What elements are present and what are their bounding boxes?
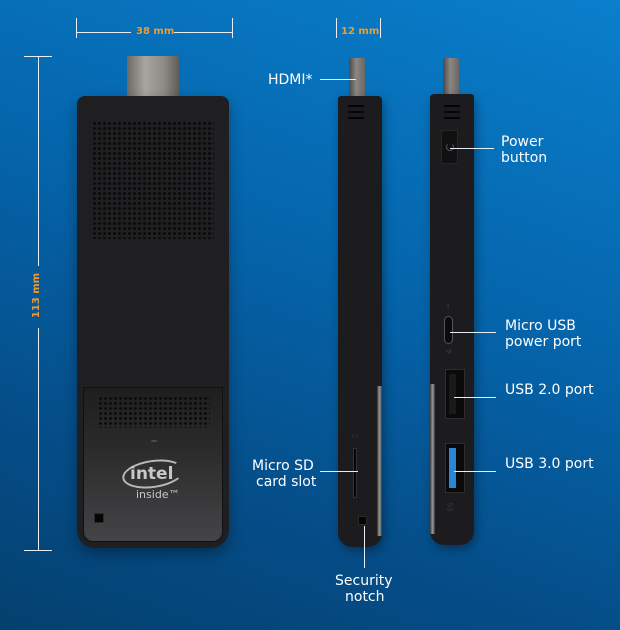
usb-icon: ⭍ <box>444 348 453 355</box>
power-button <box>441 130 458 164</box>
dim-tick-left <box>336 18 337 38</box>
security-label-line2: notch <box>345 589 385 605</box>
micro-usb-port <box>444 316 453 344</box>
sd-card-icon: ▯ <box>350 434 359 438</box>
vent-slot <box>348 111 364 113</box>
usb2-label: USB 2.0 port <box>505 382 594 398</box>
dim-line <box>38 328 39 550</box>
usb3-blue-tongue <box>449 448 456 488</box>
intel-inside-text: inside™ <box>136 488 180 501</box>
usb-3-port <box>445 443 465 493</box>
leader-line <box>454 397 496 398</box>
status-led <box>151 440 157 442</box>
cover-edge <box>377 386 382 536</box>
security-notch <box>358 516 367 525</box>
dim-tick-right <box>232 18 233 38</box>
depth-label: 12 mm <box>341 26 380 37</box>
vent-grille <box>92 121 214 239</box>
leader-line <box>450 148 494 149</box>
leader-line <box>320 79 356 80</box>
power-label-line2: button <box>501 150 548 166</box>
dim-tick-bottom <box>24 550 52 551</box>
vent-slot <box>444 105 460 107</box>
vent-slot <box>348 105 364 107</box>
intel-logo-text: intel <box>130 464 174 484</box>
micro-sd-label-line1: Micro SD <box>252 458 314 474</box>
usb3-label: USB 3.0 port <box>505 456 594 472</box>
vent-grille-lower <box>98 396 210 428</box>
micro-sd-slot <box>353 448 357 498</box>
device-side-body: ⎓ ⭍ SS <box>430 94 474 545</box>
leader-line <box>364 526 365 568</box>
power-icon <box>446 143 454 151</box>
micro-usb-label-line2: power port <box>505 334 582 350</box>
leader-line <box>454 471 496 472</box>
dim-tick-left <box>76 18 77 38</box>
vent-slot <box>444 117 460 119</box>
power-label-line1: Power <box>501 134 544 150</box>
width-label: 38 mm <box>136 26 175 37</box>
dim-tick-right <box>380 18 381 38</box>
vent-slot <box>348 117 364 119</box>
dim-line <box>76 32 131 33</box>
dim-line <box>38 56 39 266</box>
hdmi-connector <box>127 56 179 97</box>
leader-line <box>450 332 496 333</box>
hdmi-connector-side <box>443 58 459 100</box>
dim-line <box>174 32 232 33</box>
usb-2-port <box>445 369 465 419</box>
usb-tongue <box>449 374 456 414</box>
cover-edge <box>430 384 435 534</box>
vent-slot <box>444 111 460 113</box>
device-body: intel inside™ <box>77 96 229 548</box>
security-notch <box>94 513 104 523</box>
micro-sd-label-line2: card slot <box>256 474 317 490</box>
security-label-line1: Security <box>335 573 393 589</box>
height-label: 113 mm <box>31 272 43 319</box>
hdmi-label: HDMI* <box>268 72 313 88</box>
micro-usb-label-line1: Micro USB <box>505 318 576 334</box>
device-side-body: ▯ <box>338 96 382 547</box>
leader-line <box>320 471 358 472</box>
sliding-cover: intel inside™ <box>83 387 223 542</box>
usb-ss-icon: SS <box>445 502 454 512</box>
hdmi-connector-side <box>349 58 365 100</box>
power-input-icon: ⎓ <box>443 303 452 310</box>
